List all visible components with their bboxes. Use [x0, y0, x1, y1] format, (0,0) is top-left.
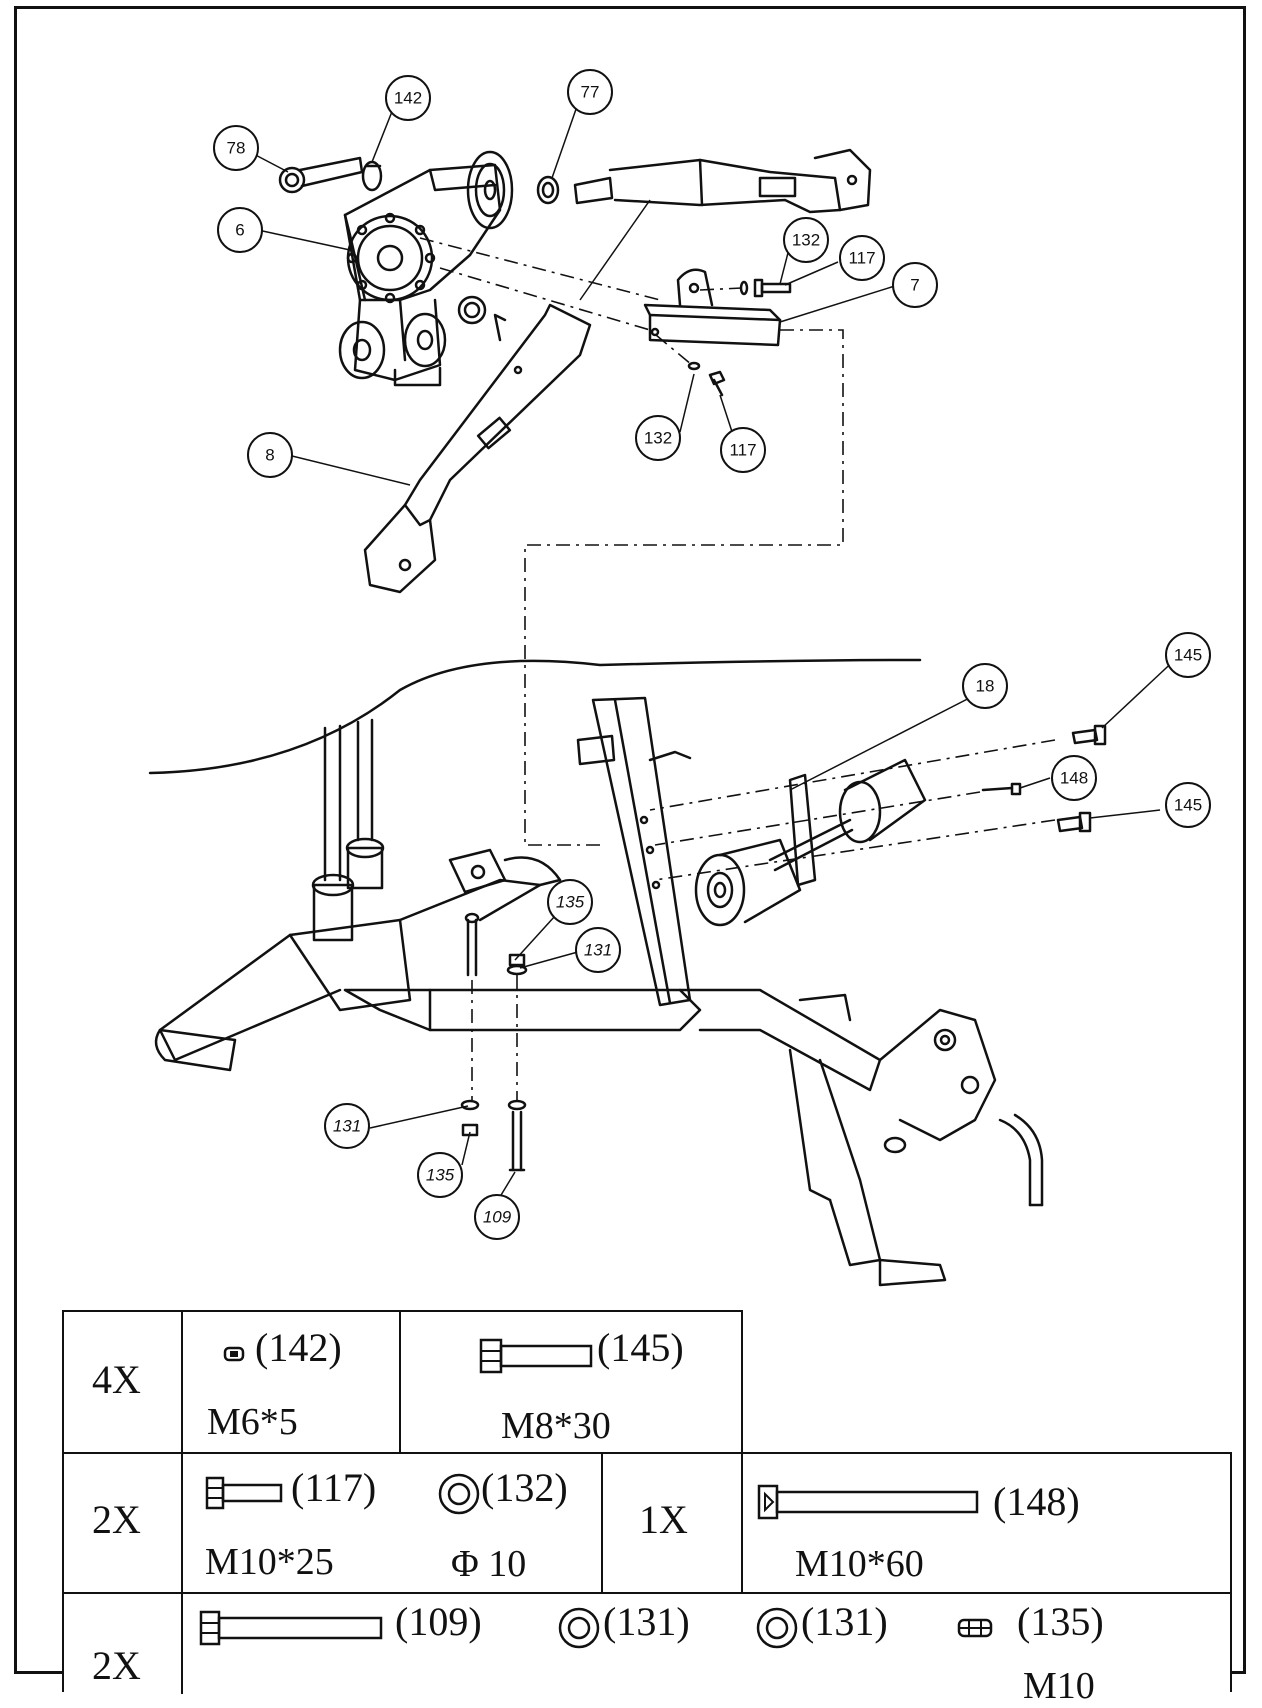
callout-77 [567, 69, 613, 115]
row3-part-109: (109) [395, 1599, 482, 1644]
long-bolt-icon [199, 1610, 383, 1646]
bolts-145-148 [981, 724, 1107, 833]
row2-parts-117-132-cell: (117) (132) M10*25 Φ 10 [183, 1454, 603, 1592]
callout-label-8: 8 [265, 446, 274, 465]
callout-6 [217, 207, 263, 253]
row3-qty: 2X [92, 1643, 141, 1688]
washer-icon [558, 1607, 600, 1649]
spacer-part-142 [361, 160, 383, 192]
row2-part-148: (148) [993, 1479, 1080, 1524]
row1-part-145-cell: (145) M8*30 [401, 1312, 741, 1452]
callout-label-135a: 135 [556, 893, 585, 912]
row2-part-148-cell: (148) M10*60 [743, 1454, 1230, 1592]
callout-label-77: 77 [581, 83, 600, 102]
callout-label-78: 78 [227, 139, 246, 158]
callout-131a [575, 927, 621, 973]
callout-label-145b: 145 [1174, 796, 1202, 815]
row2-part-117: (117) [291, 1465, 377, 1510]
callout-142 [385, 75, 431, 121]
row2-spec-148: M10*60 [795, 1543, 924, 1585]
pivot-bracket-part-6 [338, 150, 514, 387]
callout-145b [1165, 782, 1211, 828]
row1-spec-145: M8*30 [501, 1405, 611, 1447]
row2-spec-132: Φ 10 [451, 1543, 527, 1585]
row3-part-135: (135) [1017, 1599, 1104, 1644]
row3-part-131b: (131) [801, 1599, 888, 1644]
hardware-row-3: 2X (109) (131) (131) (135) M10 [62, 1592, 1232, 1707]
bolt-part-117-upper [739, 278, 792, 298]
callout-145a [1165, 632, 1211, 678]
roller-pads-part-18 [694, 758, 927, 927]
callout-label-142: 142 [394, 89, 422, 108]
bolt-icon [479, 1338, 593, 1374]
callout-label-135b: 135 [426, 1166, 455, 1185]
row3-part-131a: (131) [603, 1599, 690, 1644]
callout-135b [417, 1152, 463, 1198]
bracket-part-7 [643, 268, 782, 347]
row2-qty2-cell: 1X [603, 1454, 743, 1592]
row2-qty: 2X [92, 1497, 141, 1542]
pop-pin-part-78 [278, 156, 364, 194]
row3-qty-cell: 2X [64, 1594, 183, 1694]
row2-qty-cell: 2X [64, 1454, 183, 1592]
callout-131b [324, 1103, 370, 1149]
callout-label-132b: 132 [644, 429, 672, 448]
row1-part-145: (145) [597, 1325, 684, 1370]
hardware-row-2: 2X (117) (132) M10*25 Φ 10 1X (148) M10*… [62, 1452, 1232, 1594]
callout-7 [892, 262, 938, 308]
row1-qty: 4X [92, 1357, 141, 1402]
seat-outline [148, 658, 922, 775]
callout-label-132a: 132 [792, 231, 820, 250]
callout-label-131b: 131 [333, 1117, 361, 1136]
callout-label-109: 109 [483, 1208, 512, 1227]
lever-arm-part-8 [363, 303, 592, 594]
callout-109 [474, 1194, 520, 1240]
hardware-row-1: 4X (142) M6*5 (145) M8*30 [62, 1310, 743, 1454]
bushing-part-77 [457, 175, 560, 325]
callout-label-6: 6 [235, 221, 244, 240]
base-frame [154, 848, 947, 1287]
callout-label-7: 7 [910, 276, 919, 295]
row2-qty2: 1X [639, 1497, 688, 1542]
callout-148 [1051, 755, 1097, 801]
row3-parts-cell: (109) (131) (131) (135) M10 [183, 1594, 1230, 1707]
row1-spec-142: M6*5 [207, 1401, 298, 1443]
row2-part-132: (132) [481, 1465, 568, 1510]
callout-132a [783, 217, 829, 263]
callout-117b [720, 427, 766, 473]
nut-icon [957, 1618, 993, 1638]
row1-part-142-cell: (142) M6*5 [183, 1312, 401, 1452]
bolt-109-washers-131-nuts-135 [460, 912, 528, 1172]
upper-arm-tube [573, 148, 872, 214]
callout-label-117a: 117 [848, 249, 875, 268]
callout-label-148: 148 [1060, 769, 1088, 788]
callout-117a [839, 235, 885, 281]
callout-label-131a: 131 [584, 941, 612, 960]
leg-developer-pivot [878, 1008, 1044, 1207]
callout-label-117b: 117 [729, 441, 756, 460]
callout-8 [247, 432, 293, 478]
bolt-part-117-lower [687, 361, 726, 397]
washer-icon [438, 1473, 480, 1515]
callout-18 [962, 663, 1008, 709]
callout-132b [635, 415, 681, 461]
exploded-assembly-diagram: 142 77 78 6 132 117 7 132 117 8 145 18 1… [148, 69, 1211, 1287]
bolt-icon [205, 1476, 283, 1510]
callout-78 [213, 125, 259, 171]
callout-135a [547, 879, 593, 925]
callout-label-18: 18 [976, 677, 995, 696]
row3-spec-135: M10 [1023, 1665, 1095, 1707]
callout-label-145a: 145 [1174, 646, 1202, 665]
washer-icon [756, 1607, 798, 1649]
row1-qty-cell: 4X [64, 1312, 183, 1452]
guide-rods [311, 718, 385, 942]
long-bolt-icon [757, 1484, 979, 1520]
row1-part-142: (142) [255, 1325, 342, 1370]
row2-spec-117: M10*25 [205, 1541, 334, 1583]
spacer-icon [223, 1346, 245, 1362]
